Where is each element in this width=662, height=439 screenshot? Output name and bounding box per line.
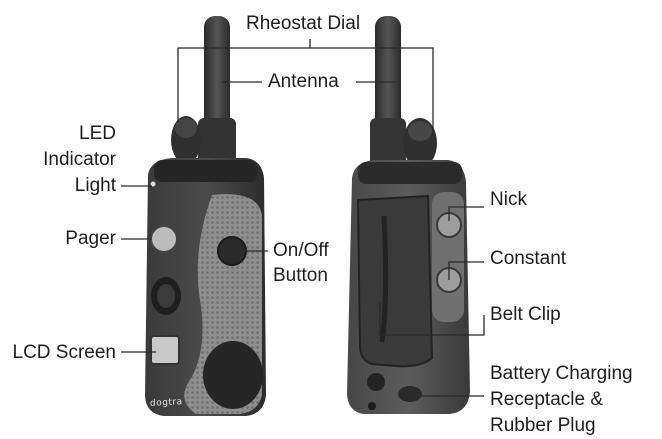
nick-label: Nick — [490, 189, 527, 210]
back-charging-receptacle — [367, 373, 385, 391]
led-label-line-3: Light — [74, 175, 116, 196]
front-led-indicator — [150, 181, 156, 187]
back-device — [347, 16, 470, 414]
nick-leader — [448, 206, 484, 221]
lcd-screen-label: LCD Screen — [12, 342, 117, 363]
brand-logo: dogtra — [149, 397, 183, 409]
leader-lines — [121, 39, 485, 397]
antenna-label: Antenna — [268, 71, 339, 92]
belt-clip-leader — [379, 302, 485, 336]
rheostat-dial-label: Rheostat Dial — [246, 13, 361, 34]
belt-clip-label: Belt Clip — [490, 304, 561, 325]
battery-label-line-3: Rubber Plug — [490, 415, 596, 436]
led-label-line-1: LED — [79, 123, 116, 144]
back-rubber-plug — [398, 386, 422, 402]
on-off-label-line-2: Button — [273, 265, 328, 286]
constant-label: Constant — [490, 248, 567, 269]
rheostat-dial-leader — [177, 39, 434, 128]
front-pager-button — [150, 225, 178, 253]
battery-label-line-2: Receptacle & — [490, 389, 604, 410]
front-device — [145, 16, 266, 416]
back-antenna — [375, 16, 401, 141]
front-lcd-screen — [150, 335, 180, 365]
on-off-label-line-1: On/Off — [273, 240, 329, 261]
pager-label: Pager — [65, 228, 116, 249]
battery-label-line-1: Battery Charging — [490, 363, 633, 384]
led-label-line-2: Indicator — [43, 149, 116, 170]
back-belt-clip — [356, 194, 434, 368]
constant-leader — [448, 261, 484, 280]
front-antenna — [204, 16, 230, 141]
